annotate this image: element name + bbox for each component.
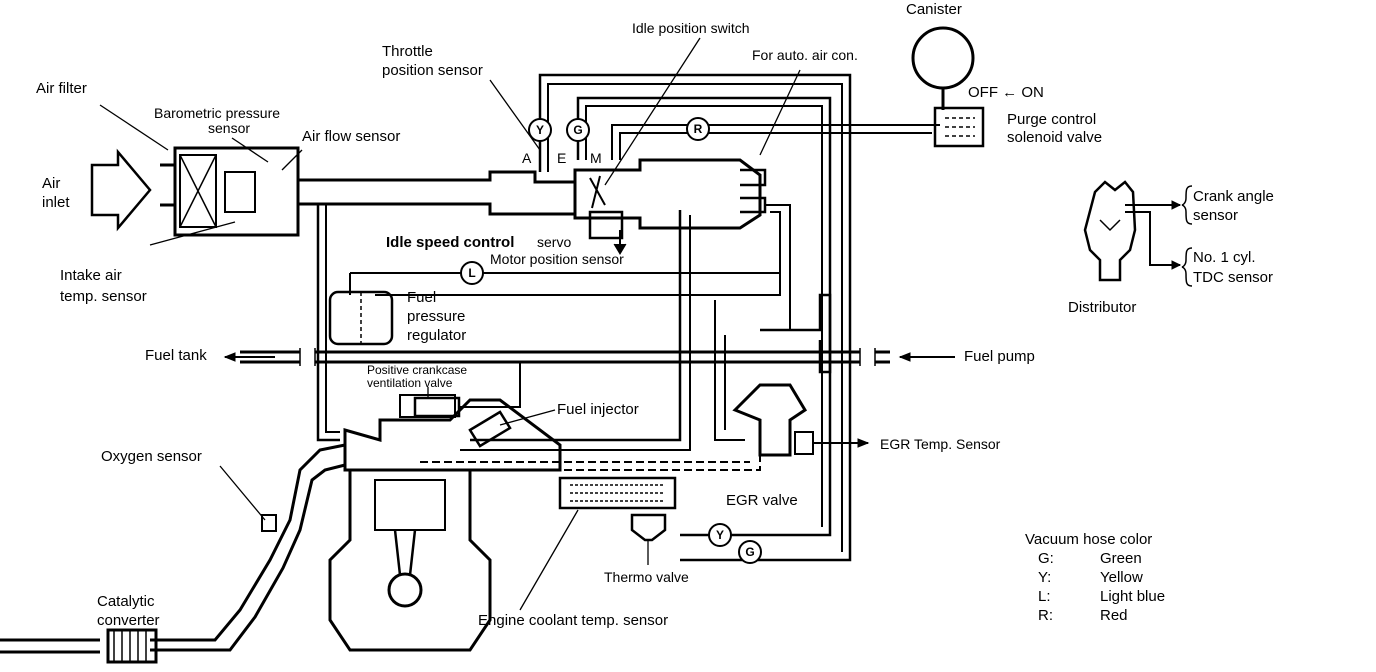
- label-idle-position-switch: Idle position switch: [632, 20, 750, 36]
- fuel-injector-body: [468, 410, 512, 448]
- label-tdc-2: TDC sensor: [1193, 269, 1274, 286]
- label-oxygen-sensor: Oxygen sensor: [101, 448, 202, 465]
- intake-duct: [298, 170, 575, 184]
- label-idle-speed-control: Idle speed control: [386, 234, 515, 251]
- air-inlet-arrow: [90, 148, 152, 232]
- label-barometric-2: sensor: [208, 120, 251, 136]
- hose-marker-l-mid: [460, 261, 484, 285]
- label-crank-angle-1: Crank angle: [1193, 188, 1274, 205]
- hose-marker-r-top-text: R: [694, 122, 703, 136]
- leader-intake-air: [149, 221, 236, 246]
- legend-color-y: Yellow: [1100, 569, 1143, 586]
- leader-idle-switch: [604, 37, 701, 186]
- label-fuel-pressure-2: pressure: [407, 308, 466, 325]
- label-fuel-injector: Fuel injector: [557, 401, 639, 418]
- hose-marker-g-top-text: G: [573, 123, 582, 137]
- hose-marker-y-bottom-text: Y: [716, 528, 724, 542]
- label-throttle-1: Throttle: [382, 43, 433, 60]
- label-catalytic-2: converter: [97, 612, 160, 629]
- fuel-pressure-regulator: [328, 290, 394, 346]
- label-throttle-2: position sensor: [382, 62, 483, 79]
- pcv-valve: [413, 396, 461, 418]
- leader-barometric: [231, 137, 269, 163]
- label-intake-air-2: temp. sensor: [60, 288, 147, 305]
- label-fuel-pump: Fuel pump: [964, 348, 1035, 365]
- hose-marker-y-top-text: Y: [536, 123, 544, 137]
- legend-color-l: Light blue: [1100, 588, 1166, 605]
- purge-control-valve: [933, 106, 985, 148]
- vacuum-hose-y: [538, 73, 852, 562]
- hose-marker-r-top: [686, 117, 710, 141]
- legend-color-r: Red: [1100, 607, 1128, 624]
- label-egr-temp-sensor: EGR Temp. Sensor: [880, 436, 1001, 452]
- label-canister: Canister: [906, 1, 962, 18]
- leader-air-filter: [99, 104, 169, 151]
- oxygen-sensor: [261, 514, 277, 532]
- exhaust-pipe: [0, 443, 346, 664]
- legend-code-y: Y:: [1038, 569, 1052, 586]
- label-port-e: E: [557, 150, 567, 166]
- hose-marker-l-mid-text: L: [468, 266, 475, 280]
- leader-throttle: [489, 79, 541, 151]
- legend-code-r: R:: [1038, 607, 1053, 624]
- air-filter: [160, 146, 300, 237]
- label-pcv-1: Positive crankcase: [367, 363, 468, 377]
- isc-servo: [588, 210, 624, 240]
- hose-marker-g-top: [566, 118, 590, 142]
- label-air-filter: Air filter: [36, 80, 87, 97]
- leader-fuel-injector: [499, 409, 556, 426]
- label-egr-valve: EGR valve: [726, 492, 798, 509]
- legend-title: Vacuum hose color: [1025, 531, 1153, 548]
- thermo-valve: [630, 513, 667, 542]
- label-distributor: Distributor: [1068, 299, 1137, 316]
- egr-valve: [732, 383, 814, 457]
- label-thermo-valve: Thermo valve: [604, 569, 689, 585]
- label-fuel-pressure-1: Fuel: [407, 289, 437, 306]
- label-pcv-2: ventilation valve: [367, 376, 453, 390]
- label-air-inlet-1: Air: [42, 175, 61, 192]
- legend-code-l: L:: [1038, 588, 1051, 605]
- catalytic-converter: [106, 628, 158, 664]
- label-engine-coolant: Engine coolant temp. sensor: [478, 612, 669, 629]
- vacuum-hose-r: [611, 124, 940, 160]
- label-purge-control-2: solenoid valve: [1007, 129, 1103, 146]
- engine-head: [343, 394, 562, 472]
- legend-code-g: G:: [1038, 550, 1054, 567]
- label-motor-position-sensor: Motor position sensor: [490, 251, 624, 267]
- label-barometric-1: Barometric pressure: [154, 105, 281, 121]
- label-fuel-tank: Fuel tank: [145, 347, 207, 364]
- vacuum-hose-legend: Vacuum hose color G: Green Y: Yellow L: …: [1024, 530, 1224, 630]
- hose-marker-g-bottom: [738, 540, 762, 564]
- label-port-m: M: [590, 150, 602, 166]
- legend-color-g: Green: [1100, 550, 1142, 567]
- label-idle-speed-servo: servo: [537, 234, 572, 250]
- canister: [911, 26, 975, 90]
- leader-coolant: [519, 509, 579, 611]
- label-crank-angle-2: sensor: [1193, 207, 1239, 224]
- label-port-a: A: [522, 150, 532, 166]
- label-auto-air-con: For auto. air con.: [752, 47, 858, 63]
- hose-marker-y-bottom: [708, 523, 732, 547]
- label-off-on: OFF ← ON: [968, 84, 1044, 101]
- distributor-body: [1083, 180, 1137, 282]
- label-fuel-pressure-3: regulator: [407, 327, 467, 344]
- leader-oxygen: [219, 465, 266, 521]
- label-air-flow-sensor: Air flow sensor: [302, 128, 401, 145]
- hose-marker-g-bottom-text: G: [745, 545, 754, 559]
- leader-air-flow: [281, 149, 303, 171]
- label-intake-air-1: Intake air: [60, 267, 122, 284]
- label-catalytic-1: Catalytic: [97, 593, 155, 610]
- label-air-inlet-2: inlet: [42, 194, 70, 211]
- hose-marker-y-top: [528, 118, 552, 142]
- label-tdc-1: No. 1 cyl.: [1193, 249, 1256, 266]
- water-jacket: [558, 476, 677, 510]
- engine-block: [328, 470, 492, 652]
- label-purge-control-1: Purge control: [1007, 111, 1097, 128]
- leader-air-con: [759, 69, 801, 156]
- throttle-body: [573, 158, 762, 230]
